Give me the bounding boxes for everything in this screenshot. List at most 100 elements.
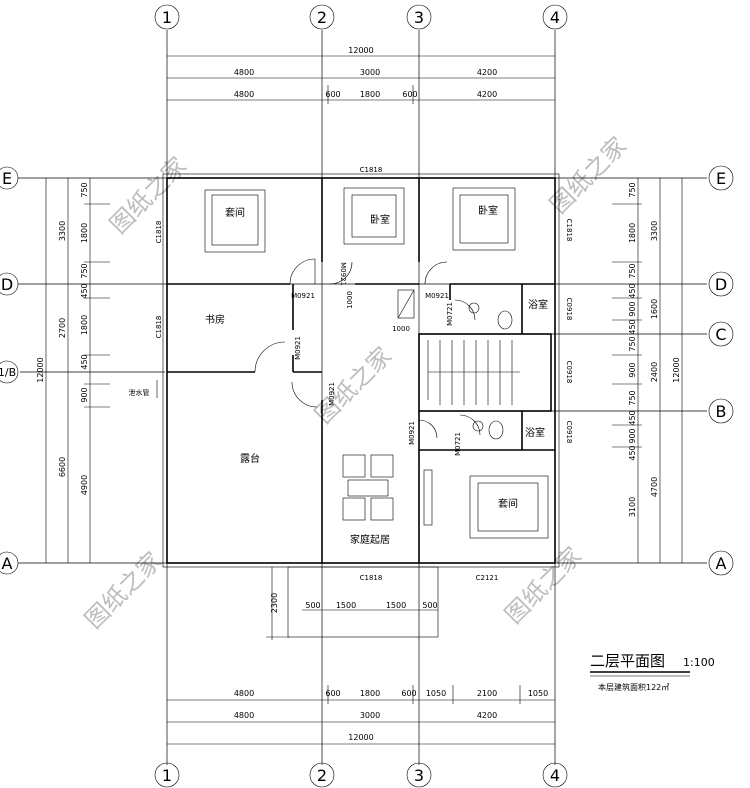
svg-text:E: E bbox=[2, 169, 12, 188]
dim-label: 3000 bbox=[360, 711, 380, 720]
dim-right-total: 12000 bbox=[672, 357, 681, 382]
dimension-left: 12000 3300 2700 6600 750 1800 750 450 18… bbox=[36, 178, 110, 563]
dim-label: 3300 bbox=[58, 221, 67, 241]
dim-label: 900 bbox=[80, 387, 89, 402]
axis-bubble-D-right: D bbox=[708, 271, 734, 297]
svg-text:3: 3 bbox=[414, 766, 424, 785]
room-bedroom-mid: 卧室 bbox=[370, 213, 390, 226]
door-tag: M0721 bbox=[446, 302, 454, 326]
watermark-group: 图纸之家 图纸之家 图纸之家 图纸之家 图纸之家 bbox=[79, 132, 632, 635]
axis-bubble-1-top: 1 bbox=[154, 4, 180, 30]
window-tag: C1818 bbox=[155, 316, 163, 339]
dim-top-total: 12000 bbox=[348, 46, 373, 55]
dim-label: 1800 bbox=[360, 90, 380, 99]
axis-bubble-C-right: C bbox=[708, 321, 734, 347]
svg-text:1: 1 bbox=[162, 8, 172, 27]
dim-label: 4200 bbox=[477, 711, 497, 720]
door-tag: M0721 bbox=[454, 432, 462, 456]
watermark: 图纸之家 bbox=[79, 547, 167, 635]
dim-label: 1800 bbox=[628, 223, 637, 243]
svg-text:2: 2 bbox=[317, 8, 327, 27]
plan-title: 二层平面图 bbox=[590, 652, 665, 670]
dim-label: 4800 bbox=[234, 90, 254, 99]
dim-label: 600 bbox=[325, 90, 340, 99]
axis-bubble-4-top: 4 bbox=[542, 4, 568, 30]
doors bbox=[254, 258, 481, 439]
balcony-dimensions: 2300 500 1500 1500 500 bbox=[270, 593, 438, 613]
room-bedroom-right: 卧室 bbox=[478, 204, 498, 217]
dim-label: 1800 bbox=[80, 223, 89, 243]
dim-label: 750 bbox=[628, 336, 637, 351]
dimension-right: 750 1800 750 450 900 450 750 900 750 450… bbox=[612, 178, 683, 563]
dim-label: 900 bbox=[628, 301, 637, 316]
dim-label: 450 bbox=[628, 283, 637, 298]
drain-pipe-label: 泄水管 bbox=[129, 388, 150, 397]
door-tag: M0921 bbox=[425, 292, 449, 300]
room-family: 家庭起居 bbox=[350, 533, 390, 546]
dim-label: 2700 bbox=[58, 318, 67, 338]
room-suite-top: 套间 bbox=[225, 206, 245, 219]
axis-bubble-A-left: A bbox=[0, 551, 19, 575]
svg-text:1/B: 1/B bbox=[0, 366, 16, 379]
door-tag: M0921 bbox=[339, 262, 347, 286]
window-tag: C0918 bbox=[565, 421, 573, 444]
dim-label: 1800 bbox=[80, 315, 89, 335]
room-labels: 套间 卧室 卧室 书房 浴室 浴室 露台 家庭起居 套间 bbox=[205, 204, 548, 546]
dim-label: 500 bbox=[422, 601, 437, 610]
dim-left-total: 12000 bbox=[36, 357, 45, 382]
window-tag: C1818 bbox=[155, 221, 163, 244]
window-tag: C1818 bbox=[565, 219, 573, 242]
room-bath-lower: 浴室 bbox=[525, 426, 545, 439]
dim-label: 750 bbox=[628, 182, 637, 197]
dim-label: 600 bbox=[325, 689, 340, 698]
axis-bubble-2-top: 2 bbox=[309, 4, 335, 30]
room-study: 书房 bbox=[205, 313, 225, 326]
dim-label: 2100 bbox=[477, 689, 497, 698]
dim-label: 2400 bbox=[650, 362, 659, 382]
axis-bubble-A-right: A bbox=[708, 550, 734, 576]
svg-text:C: C bbox=[715, 325, 726, 344]
furniture bbox=[204, 187, 549, 539]
dim-label: 4200 bbox=[477, 68, 497, 77]
dim-label: 500 bbox=[305, 601, 320, 610]
axis-bubble-1B-left: 1/B bbox=[0, 360, 19, 384]
dimension-bottom: 4800 600 1800 600 1050 2100 1050 4800 30… bbox=[167, 685, 555, 745]
room-terrace: 露台 bbox=[240, 452, 260, 465]
tags: C1818 C1818 C1818 C1818 C1818 C2121 M092… bbox=[129, 166, 574, 582]
dim-label: 1000 bbox=[392, 325, 410, 333]
dim-label: 4700 bbox=[650, 477, 659, 497]
door-tag: M0921 bbox=[294, 336, 302, 360]
dim-label: 6600 bbox=[58, 457, 67, 477]
door-tag: M0921 bbox=[328, 382, 336, 406]
door-tag: M0921 bbox=[291, 292, 315, 300]
dim-bottom-total: 12000 bbox=[348, 733, 373, 742]
plan-scale: 1:100 bbox=[683, 656, 715, 669]
window-tag: C0918 bbox=[565, 361, 573, 384]
dim-label: 4800 bbox=[234, 711, 254, 720]
dim-label: 450 bbox=[628, 410, 637, 425]
axis-bubbles: 1 2 3 4 1 2 3 4 bbox=[0, 4, 734, 788]
axis-bubble-4-bottom: 4 bbox=[542, 762, 568, 788]
dim-label: 1050 bbox=[426, 689, 446, 698]
door-tag: M0921 bbox=[408, 421, 416, 445]
stair bbox=[397, 289, 520, 405]
dim-label: 4800 bbox=[234, 689, 254, 698]
svg-text:1: 1 bbox=[162, 766, 172, 785]
dim-label: 900 bbox=[628, 362, 637, 377]
dim-label: 3000 bbox=[360, 68, 380, 77]
dim-label: 450 bbox=[80, 354, 89, 369]
dim-label: 750 bbox=[628, 263, 637, 278]
dim-label: 750 bbox=[628, 390, 637, 405]
dim-label: 1050 bbox=[528, 689, 548, 698]
svg-text:2: 2 bbox=[317, 766, 327, 785]
svg-text:4: 4 bbox=[550, 8, 560, 27]
axis-bubble-D-left: D bbox=[0, 272, 19, 296]
dim-label: 1800 bbox=[360, 689, 380, 698]
dim-label: 3300 bbox=[650, 221, 659, 241]
svg-text:D: D bbox=[715, 275, 727, 294]
dim-label: 600 bbox=[402, 90, 417, 99]
axis-bubble-3-bottom: 3 bbox=[406, 762, 432, 788]
axis-bubble-3-top: 3 bbox=[406, 4, 432, 30]
window-tag: C2121 bbox=[476, 574, 499, 582]
